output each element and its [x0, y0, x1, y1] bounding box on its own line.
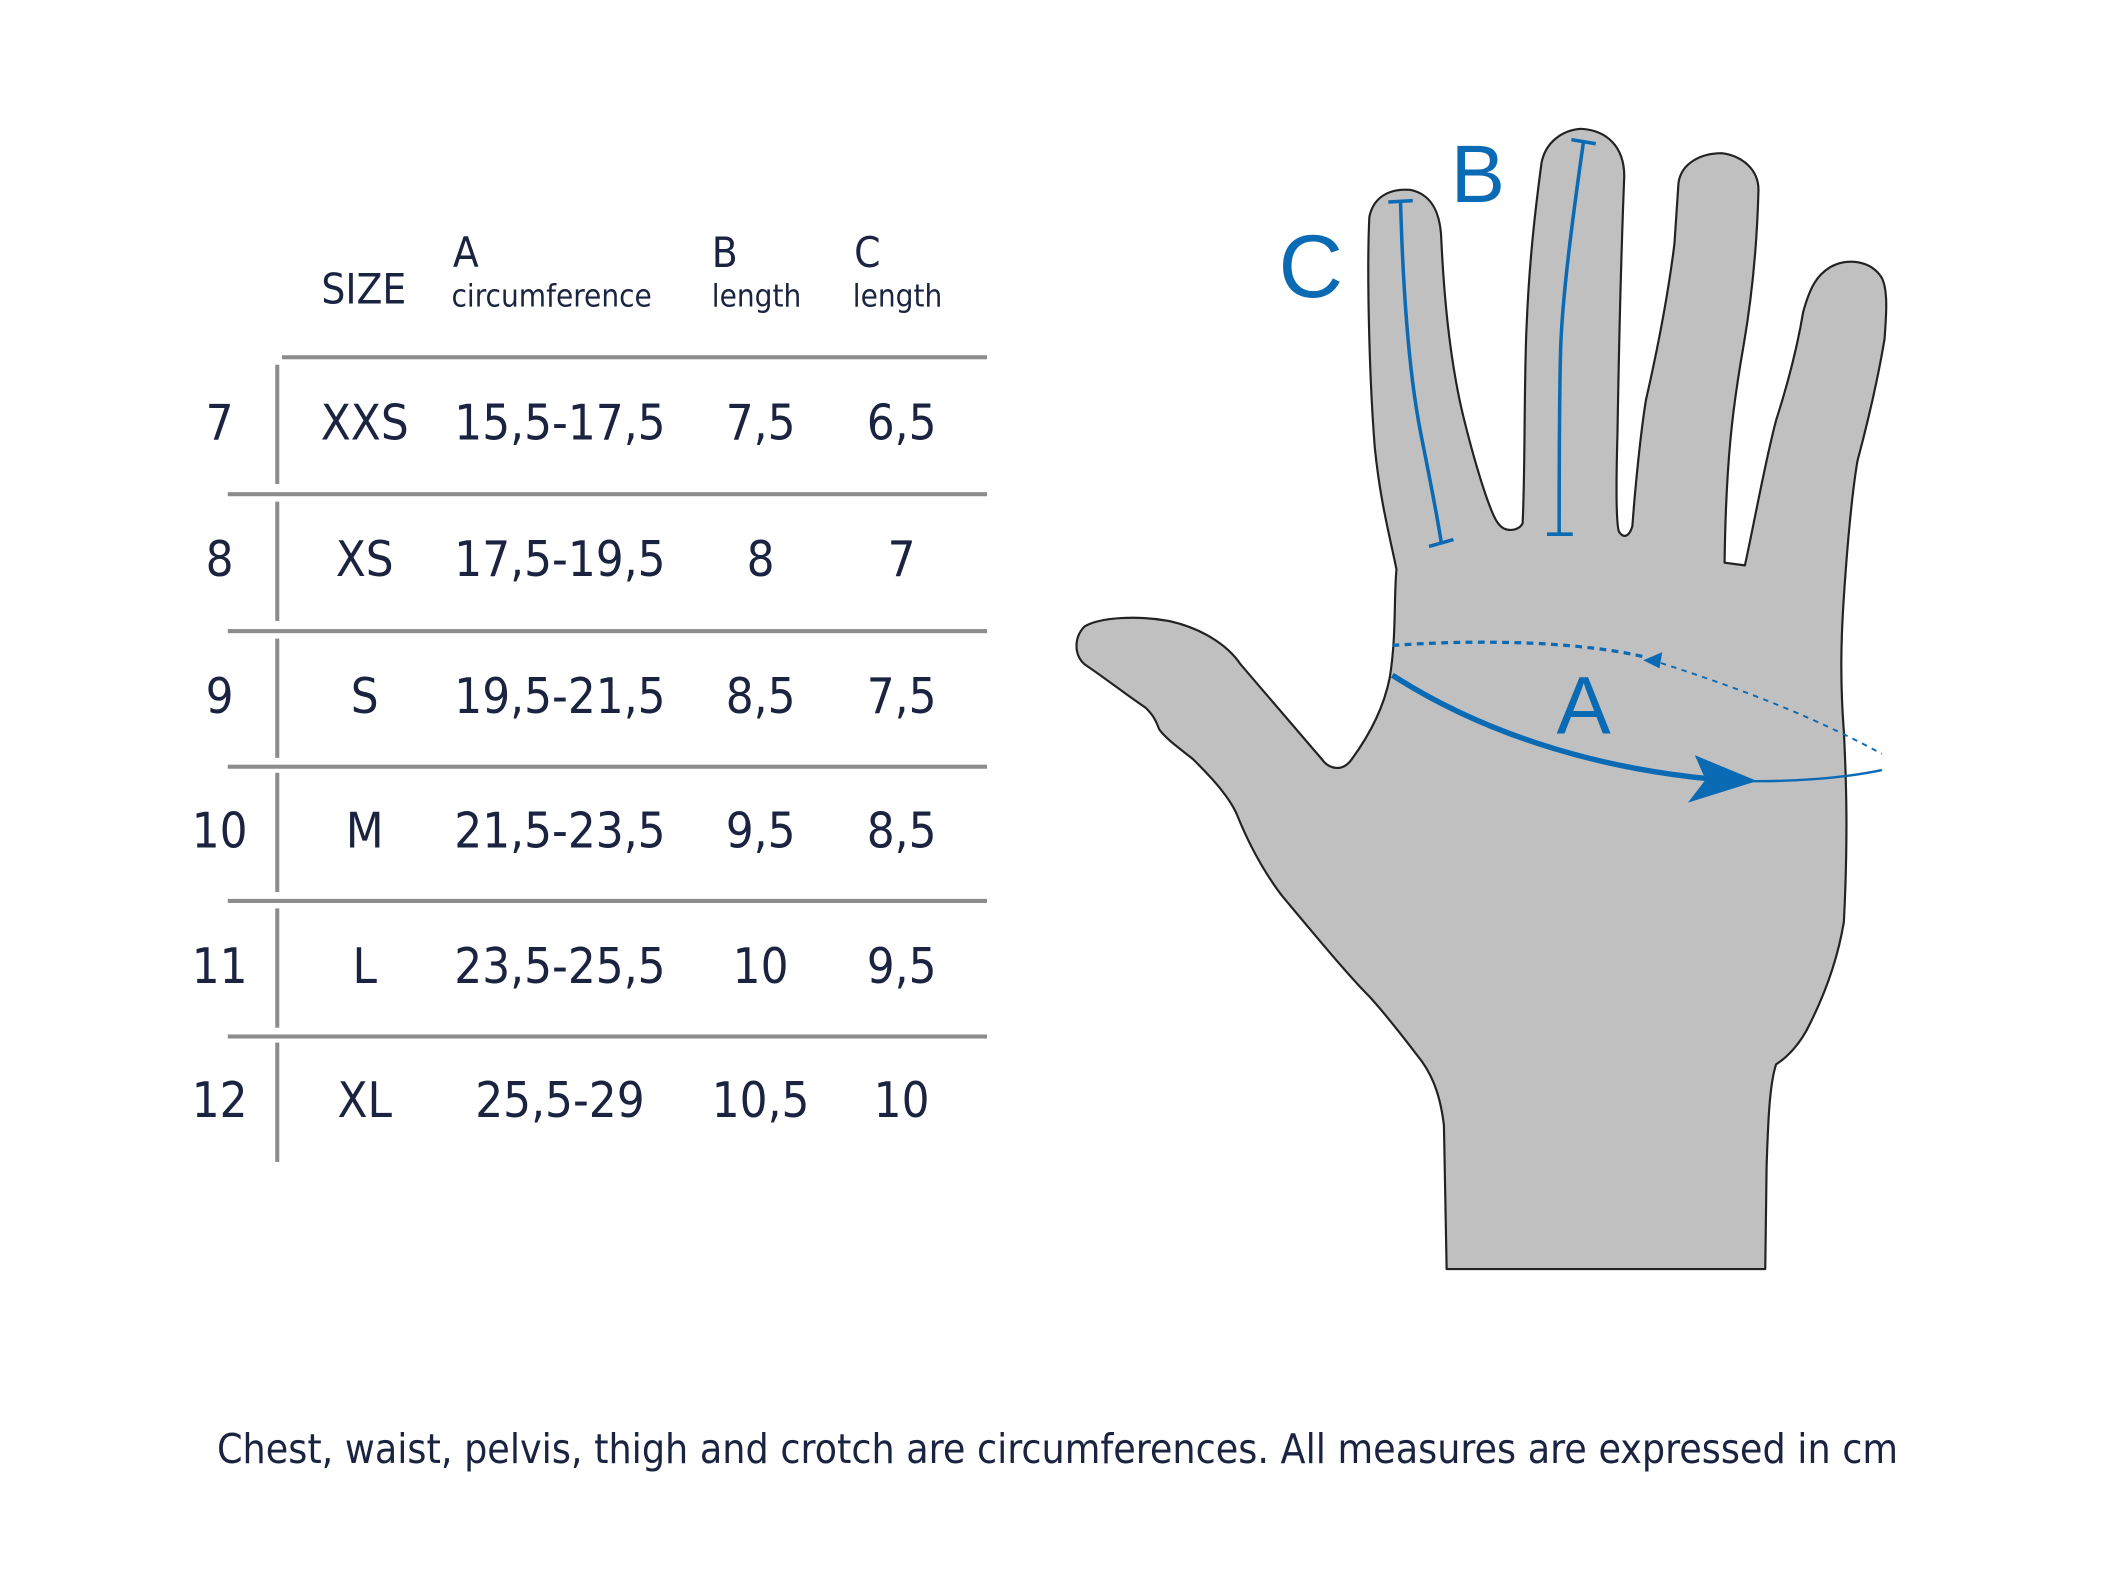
row-divider-vertical: [275, 501, 280, 621]
header-c-label: length: [852, 279, 943, 315]
label-b: B: [1451, 129, 1505, 220]
cell-b: 7,5: [725, 395, 796, 452]
cell-b: 8: [746, 532, 775, 589]
cell-a: 17,5-19,5: [454, 532, 666, 589]
row-divider-vertical: [275, 1042, 280, 1162]
cell-b: 8,5: [725, 669, 796, 726]
measure-c-bar: [1388, 198, 1454, 549]
cell-size: S: [350, 669, 379, 726]
footer-note: Chest, waist, pelvis, thigh and crotch a…: [216, 1426, 1899, 1474]
header-divider: [282, 355, 988, 360]
header-a-letter: A: [452, 229, 479, 278]
row-divider: [227, 492, 988, 497]
cell-c: 10: [873, 1073, 930, 1130]
cell-c: 9,5: [866, 939, 937, 996]
header-size: SIZE: [321, 265, 407, 315]
cell-b: 9,5: [725, 803, 796, 860]
row-divider: [227, 898, 988, 903]
header-b-letter: B: [711, 229, 738, 278]
row-divider: [227, 1034, 988, 1039]
cell-size: XXS: [320, 395, 409, 452]
cell-a: 21,5-23,5: [454, 803, 666, 860]
cell-a: 23,5-25,5: [454, 939, 666, 996]
cell-a: 25,5-29: [475, 1073, 645, 1130]
cell-number: 10: [191, 803, 248, 860]
cell-number: 9: [205, 669, 234, 726]
row-divider-vertical: [275, 772, 280, 893]
header-a-label: circumference: [451, 279, 652, 315]
row-divider: [227, 629, 988, 634]
measure-a-arrow: [1390, 640, 1883, 803]
header-c-letter: C: [854, 229, 881, 278]
cell-c: 7,5: [866, 669, 937, 726]
cell-a: 15,5-17,5: [454, 395, 666, 452]
cell-b: 10: [732, 939, 789, 996]
cell-number: 12: [191, 1073, 248, 1130]
cell-size: XS: [335, 532, 394, 589]
label-c: C: [1279, 216, 1344, 316]
cell-c: 7: [887, 532, 916, 589]
hand-outline: [1075, 127, 1888, 1271]
row-divider: [227, 764, 988, 769]
cell-size: L: [352, 939, 377, 996]
cell-size: M: [345, 803, 384, 860]
measure-b-bar: [1546, 137, 1597, 536]
cell-number: 7: [205, 395, 234, 452]
cell-number: 11: [191, 939, 248, 996]
row-divider-vertical: [275, 364, 280, 485]
cell-a: 19,5-21,5: [454, 669, 666, 726]
header-b-label: length: [711, 279, 802, 315]
row-divider-vertical: [275, 908, 280, 1028]
row-divider-vertical: [275, 638, 280, 758]
cell-size: XL: [337, 1073, 392, 1130]
cell-number: 8: [205, 532, 234, 589]
cell-c: 6,5: [866, 395, 937, 452]
label-a: A: [1556, 660, 1611, 751]
cell-c: 8,5: [866, 803, 937, 860]
cell-b: 10,5: [711, 1073, 810, 1130]
